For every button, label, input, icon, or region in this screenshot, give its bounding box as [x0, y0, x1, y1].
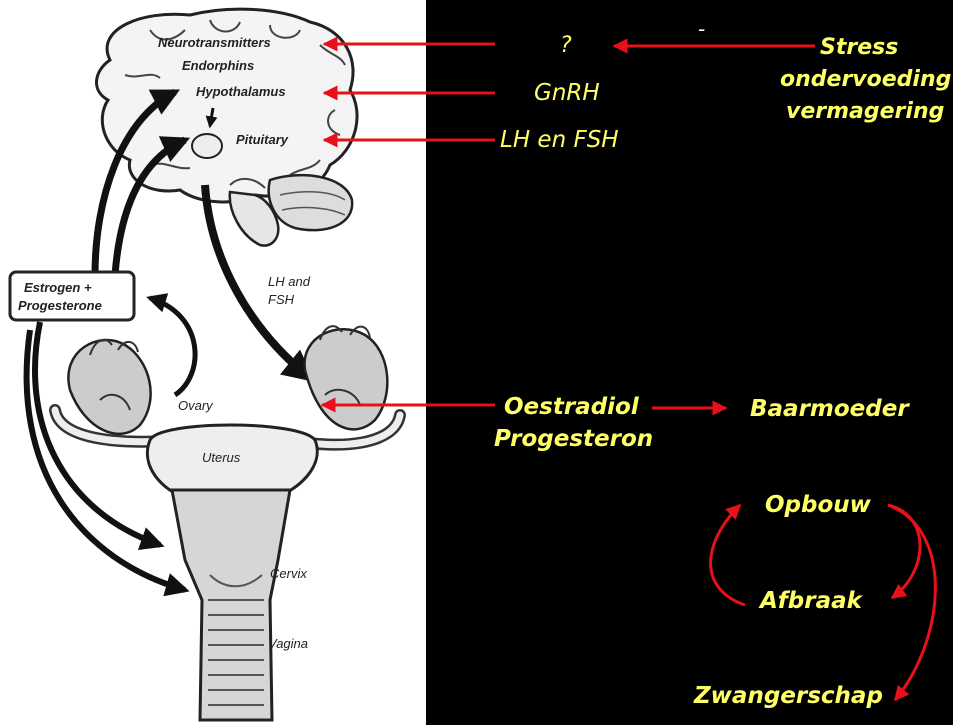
label-hypothalamus: Hypothalamus — [196, 84, 286, 99]
left-ovary — [67, 338, 152, 436]
brainstem — [228, 190, 280, 247]
label-baarmoeder: Baarmoeder — [750, 396, 910, 422]
label-endorphins: Endorphins — [182, 58, 254, 73]
label-lh-en-fsh: LH en FSH — [500, 127, 619, 153]
hormone-to-vagina-arrow — [23, 329, 190, 597]
label-ovary: Ovary — [178, 398, 214, 413]
label-pituitary: Pituitary — [236, 132, 289, 147]
label-neurotransmitters: Neurotransmitters — [158, 35, 271, 50]
red-arrows — [320, 36, 937, 702]
label-lh-and: LH and — [268, 274, 311, 289]
feedback-arrow-pituitary — [111, 136, 191, 276]
hormone-to-uterus-arrow — [32, 321, 165, 550]
label-estrogen: Estrogen + — [24, 280, 92, 295]
label-zwangerschap: Zwangerschap — [693, 683, 883, 709]
cervix-vagina — [170, 488, 292, 722]
cerebellum — [267, 174, 354, 232]
label-oestradiol: Oestradiol — [504, 394, 640, 420]
label-gnrh: GnRH — [534, 80, 600, 106]
label-progesteron: Progesteron — [494, 426, 653, 452]
label-opbouw: Opbouw — [765, 492, 872, 518]
brain-folds — [124, 19, 346, 189]
arrow-afbraak-to-opbouw — [709, 503, 746, 607]
right-ovary — [303, 327, 389, 431]
feedback-arrow-hypothalamus — [91, 88, 180, 276]
label-ondervoeding: ondervoeding — [780, 67, 951, 92]
annotation-labels: ? - Stress ondervoeding vermagering GnRH… — [494, 17, 951, 709]
label-fsh: FSH — [268, 292, 295, 307]
label-minus: - — [698, 17, 705, 41]
arrow-opbouw-to-afbraak — [887, 503, 922, 600]
label-stress: Stress — [820, 35, 898, 60]
ovary-to-hormone-arrow — [146, 293, 198, 398]
label-cervix: Cervix — [270, 566, 307, 581]
lh-fsh-arrow — [201, 184, 315, 382]
label-progesterone: Progesterone — [18, 298, 102, 313]
label-uterus: Uterus — [202, 450, 241, 465]
pituitary-gland — [191, 133, 223, 159]
arrow-opbouw-to-zwangerschap — [887, 503, 937, 702]
label-question: ? — [560, 33, 572, 58]
label-vagina: Vagina — [268, 636, 308, 651]
hormone-box — [8, 270, 136, 322]
label-vermagering: vermagering — [786, 99, 944, 124]
label-afbraak: Afbraak — [758, 588, 864, 614]
anatomy-illustration: Neurotransmitters Endorphins Hypothalamu… — [8, 7, 406, 722]
